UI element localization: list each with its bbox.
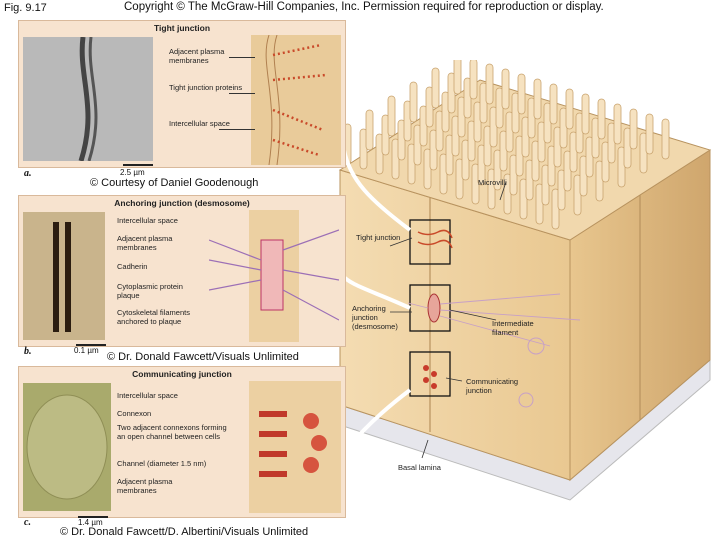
photo-credit: © Courtesy of Daniel Goodenough [90,177,259,189]
leader-line [229,57,255,58]
label-protein-plaque: Cytoplasmic protein plaque [117,282,183,300]
microvillus [597,98,606,140]
micrograph-texture [78,36,98,162]
microvillus [581,93,590,135]
scale-bar [123,164,153,166]
panel-title: Communicating junction [132,369,232,379]
label-intercellular-space: Intercellular space [117,391,178,400]
panel-letter: b. [24,346,32,357]
label-intercellular-space: Intercellular space [117,216,178,225]
label-connexon: Connexon [117,409,152,418]
figure-label: Fig. 9.17 [4,2,47,14]
scale-bar [76,344,106,346]
microvillus [613,103,622,145]
microvillus [431,67,440,109]
leader-line [229,93,255,94]
photo-credit: © Dr. Donald Fawcett/D. Albertini/Visual… [60,526,309,538]
label-channel-diameter: Channel (diameter 1.5 nm) [117,459,207,468]
gap-junction-drawing [249,381,341,513]
epithelium-illustration [338,60,712,501]
panel-title: Tight junction [153,23,211,33]
panel-tight-junction: Tight junction Adjacent plasma membranes… [18,20,346,168]
panel-letter: a. [24,168,32,179]
label-intermediate-filament: Intermediate filament [492,319,534,337]
microvillus [453,60,462,95]
label-adjacent-membranes: Adjacent plasma membranes [117,477,173,495]
label-intercellular-space: Intercellular space [169,119,230,128]
micrograph-image [23,36,153,162]
panel-anchoring-junction: Anchoring junction (desmosome) Intercell… [18,195,346,347]
microvillus [549,83,558,125]
micrograph-texture [26,394,108,500]
desmosome-drawing [209,210,339,342]
micrograph-texture [53,222,71,332]
microvillus [409,81,418,123]
label-tight-junction-proteins: Tight junction proteins [169,83,243,92]
label-communicating-junction: Communicating junction [466,377,519,395]
tight-junction-drawing [251,35,341,165]
panel-communicating-junction: Communicating junction Intercellular spa… [18,366,346,518]
microvillus [501,68,510,110]
label-adjacent-membranes: Adjacent plasma membranes [169,47,225,65]
label-adjacent-connexons: Two adjacent connexons forming an open c… [117,423,227,441]
photo-credit: © Dr. Donald Fawcett/Visuals Unlimited [107,351,299,363]
microvillus [517,73,526,115]
microvillus [485,63,494,105]
scale-bar [78,516,108,518]
label-basal-lamina: Basal lamina [398,463,441,472]
microvillus [469,60,478,100]
microvillus [645,113,654,155]
label-adjacent-membranes: Adjacent plasma membranes [117,234,173,252]
microvillus [365,109,374,151]
label-cadherin: Cadherin [117,262,148,271]
scale-label: 1.4 µm [78,518,103,527]
microvillus [629,108,638,150]
leader-line [219,129,255,130]
microvillus [565,88,574,130]
micrograph-image [23,383,111,511]
panel-title: Anchoring junction (desmosome) [114,198,250,208]
scale-label: 0.1 µm [74,346,99,355]
label-tight-junction: Tight junction [356,233,401,242]
microvillus [661,118,670,160]
label-cytoskeletal-filaments: Cytoskeletal filaments anchored to plaqu… [117,308,190,326]
panel-letter: c. [24,517,31,528]
micrograph-image [23,212,105,340]
microvillus [387,95,396,137]
label-anchoring-junction: Anchoring junction (desmosome) [352,304,398,331]
microvillus [533,78,542,120]
scale-label: 2.5 µm [120,168,145,177]
copyright-notice: Copyright © The McGraw-Hill Companies, I… [124,1,604,13]
label-microvilli: Microvilli [478,178,507,187]
